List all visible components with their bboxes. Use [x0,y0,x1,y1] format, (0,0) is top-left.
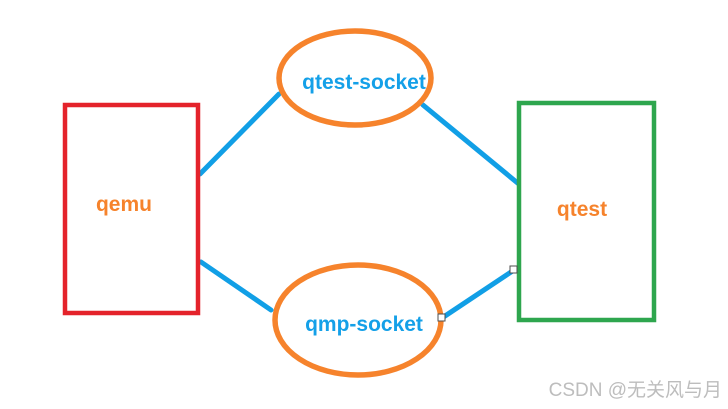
node-qtest-box[interactable] [516,100,657,323]
connector-qemu-to-qmp-socket[interactable] [198,259,274,313]
node-qemu-label: qemu [96,193,152,216]
node-qmp-socket-label: qmp-socket [305,313,423,336]
connector-qtest-socket-to-qtest[interactable] [420,102,523,188]
node-qtest-label: qtest [557,198,607,221]
node-qtest-socket-label: qtest-socket [302,71,426,94]
endpoint-handle-start[interactable] [437,313,446,322]
endpoint-handle-end[interactable] [509,265,518,274]
watermark: CSDN @无关风与月 [548,380,722,401]
connector-qmp-socket-to-qtest[interactable] [439,267,517,321]
node-qtest-socket-ellipse[interactable] [276,28,434,128]
connector-qemu-to-qtest-socket[interactable] [197,91,282,177]
node-qemu-box[interactable] [62,102,201,316]
